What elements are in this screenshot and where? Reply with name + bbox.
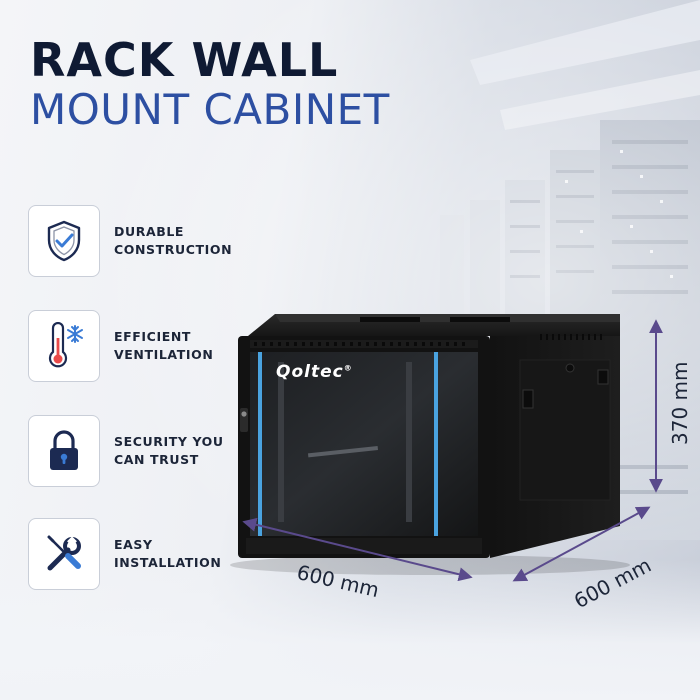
feature-label: DURABLE CONSTRUCTION: [114, 224, 233, 257]
padlock-icon: [50, 430, 78, 470]
brand-registered-mark: ®: [343, 363, 353, 373]
headline-line-2: MOUNT CABINET: [30, 85, 390, 134]
headline: RACK WALL MOUNT CABINET: [30, 34, 390, 134]
feature-icon-box: [28, 205, 100, 277]
wrench-screwdriver-icon: [47, 535, 81, 571]
dimension-height-label: 370 mm: [668, 361, 692, 446]
feature-icon-box: [28, 415, 100, 487]
feature-icon-box: [28, 310, 100, 382]
feature-icon-box: [28, 518, 100, 590]
feature-security: SECURITY YOU CAN TRUST: [28, 415, 348, 487]
feature-label: EASY INSTALLATION: [114, 537, 222, 570]
rack-cabinet-image: [230, 314, 630, 575]
headline-line-1: RACK WALL: [30, 33, 339, 87]
feature-durable-construction: DURABLE CONSTRUCTION: [28, 205, 348, 277]
feature-label: EFFICIENT VENTILATION: [114, 329, 214, 362]
floor-fade: [0, 560, 700, 700]
brand-name: Qoltec: [276, 362, 344, 382]
feature-easy-installation: EASY INSTALLATION: [28, 518, 348, 590]
feature-efficient-ventilation: EFFICIENT VENTILATION: [28, 310, 348, 382]
feature-label: SECURITY YOU CAN TRUST: [114, 434, 224, 467]
shield-check-icon: [47, 220, 81, 262]
thermometer-snowflake-icon: [48, 322, 83, 368]
brand-logo: Qoltec®: [276, 362, 353, 382]
